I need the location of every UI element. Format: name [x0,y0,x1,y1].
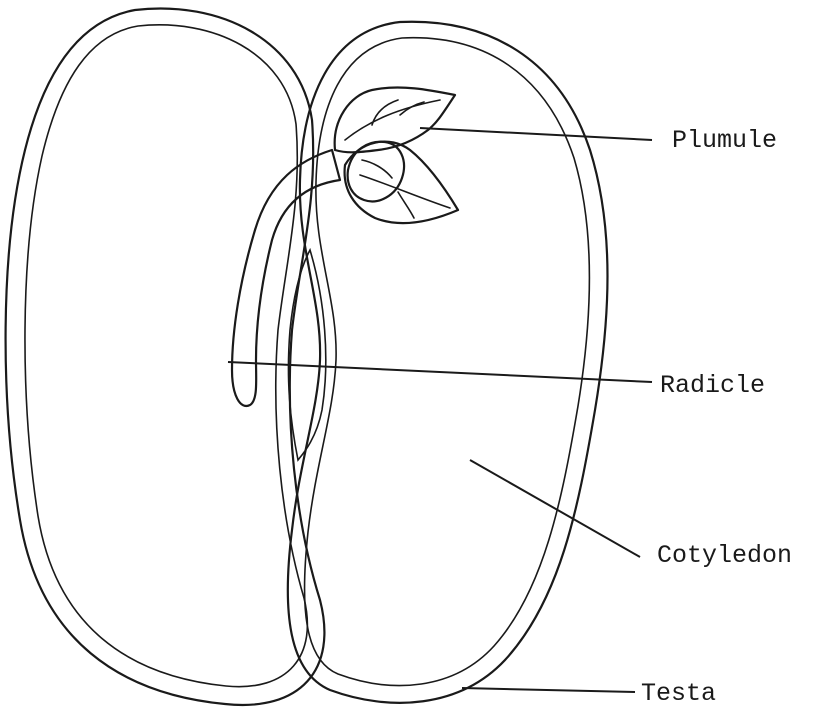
cotyledon-label: Cotyledon [657,541,792,570]
right-seed-half [288,22,608,703]
testa-leader [462,688,635,692]
left-cotyledon [25,25,307,687]
cotyledon-leader [470,460,640,557]
radicle-leader [228,362,652,382]
plumule-vein-1 [345,100,440,140]
plumule-label: Plumule [672,126,777,155]
plumule-vein-6 [362,160,392,178]
testa-label: Testa [641,679,716,708]
plumule-vein-5 [398,192,414,218]
left-seed-half [6,8,325,704]
embryo [232,87,458,405]
plumule-leader [420,128,652,140]
radicle-label: Radicle [660,371,765,400]
